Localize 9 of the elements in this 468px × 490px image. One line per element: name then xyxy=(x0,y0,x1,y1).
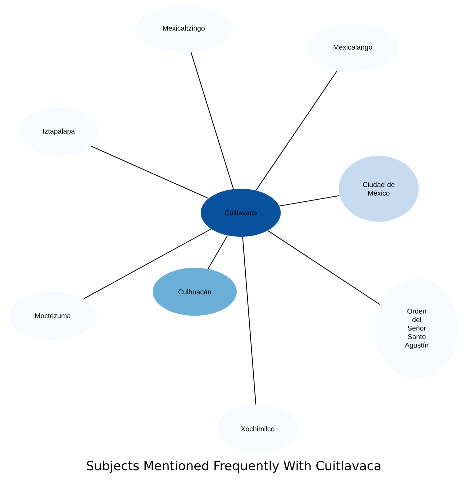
connector-line xyxy=(190,52,234,190)
title: Subjects Mentioned Frequently With Cuitlavaca xyxy=(87,460,381,474)
connector-line xyxy=(256,70,338,191)
connector-line xyxy=(242,236,256,406)
connector-line xyxy=(84,228,212,300)
connector-line xyxy=(90,146,210,200)
connector-line xyxy=(208,235,228,270)
connector-line xyxy=(279,195,340,207)
connector-line xyxy=(268,230,380,306)
